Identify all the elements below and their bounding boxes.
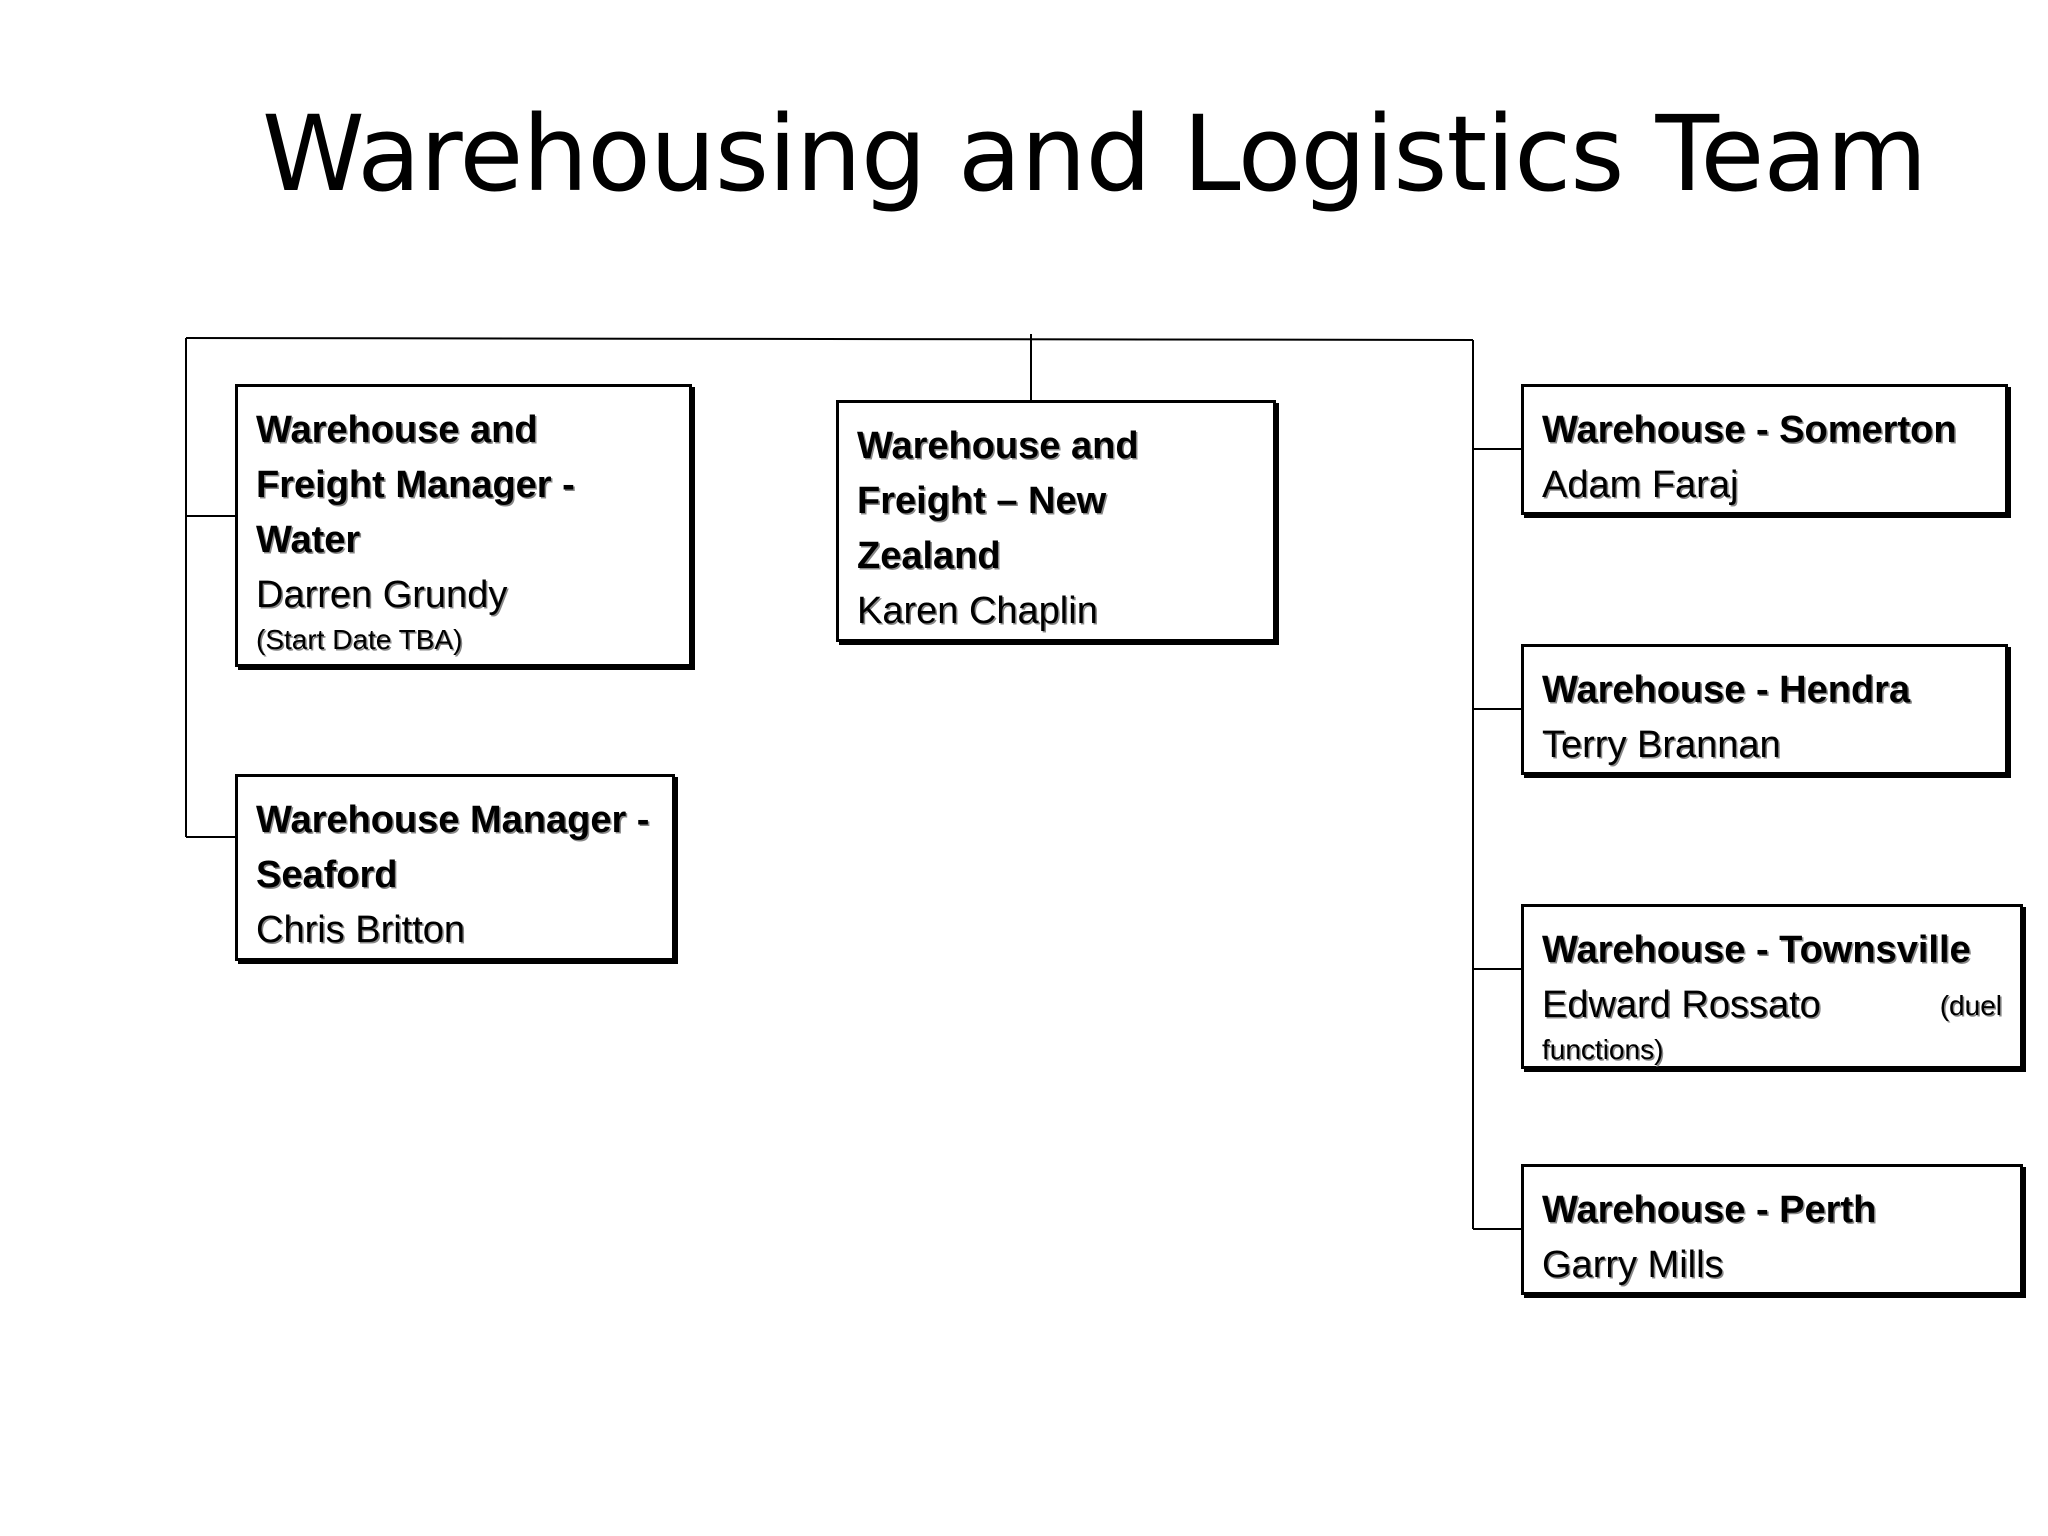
connector-top-bus	[185, 337, 1474, 341]
org-box-perth: Warehouse - Perth Garry Mills	[1521, 1164, 2023, 1295]
person-name: Chris Britton	[256, 909, 466, 951]
role-label: Warehouse and Freight – New Zealand	[857, 425, 1139, 577]
role-label: Warehouse - Somerton	[1542, 409, 1957, 451]
person-name: Darren Grundy	[256, 574, 508, 616]
note-label: (Start Date TBA)	[256, 624, 463, 655]
role-label: Warehouse - Townsville	[1542, 929, 1971, 971]
person-name: Adam Faraj	[1542, 464, 1739, 506]
person-name: Garry Mills	[1542, 1244, 1724, 1286]
page-title: Warehousing and Logistics Team	[262, 93, 1927, 215]
org-box-townsville: Warehouse - Townsville Edward Rossato (d…	[1521, 904, 2023, 1069]
role-label: Warehouse and Freight Manager - Water	[256, 409, 575, 561]
org-box-new-zealand: Warehouse and Freight – New Zealand Kare…	[836, 400, 1276, 642]
org-box-water: Warehouse and Freight Manager - Water Da…	[235, 384, 692, 667]
role-label: Warehouse - Hendra	[1542, 669, 1911, 711]
role-label: Warehouse - Perth	[1542, 1189, 1877, 1231]
person-name: Terry Brannan	[1542, 724, 1781, 766]
org-box-somerton: Warehouse - Somerton Adam Faraj	[1521, 384, 2008, 515]
org-box-hendra: Warehouse - Hendra Terry Brannan	[1521, 644, 2008, 775]
person-name-row: Edward Rossato (duel	[1542, 978, 2002, 1033]
person-name: Karen Chaplin	[857, 590, 1098, 632]
person-name: Edward Rossato	[1542, 984, 1821, 1026]
note-label: (duel	[1939, 990, 2002, 1021]
org-box-seaford: Warehouse Manager - Seaford Chris Britto…	[235, 774, 675, 961]
note-label-continued: functions)	[1542, 1034, 1664, 1065]
role-label: Warehouse Manager - Seaford	[256, 799, 650, 896]
